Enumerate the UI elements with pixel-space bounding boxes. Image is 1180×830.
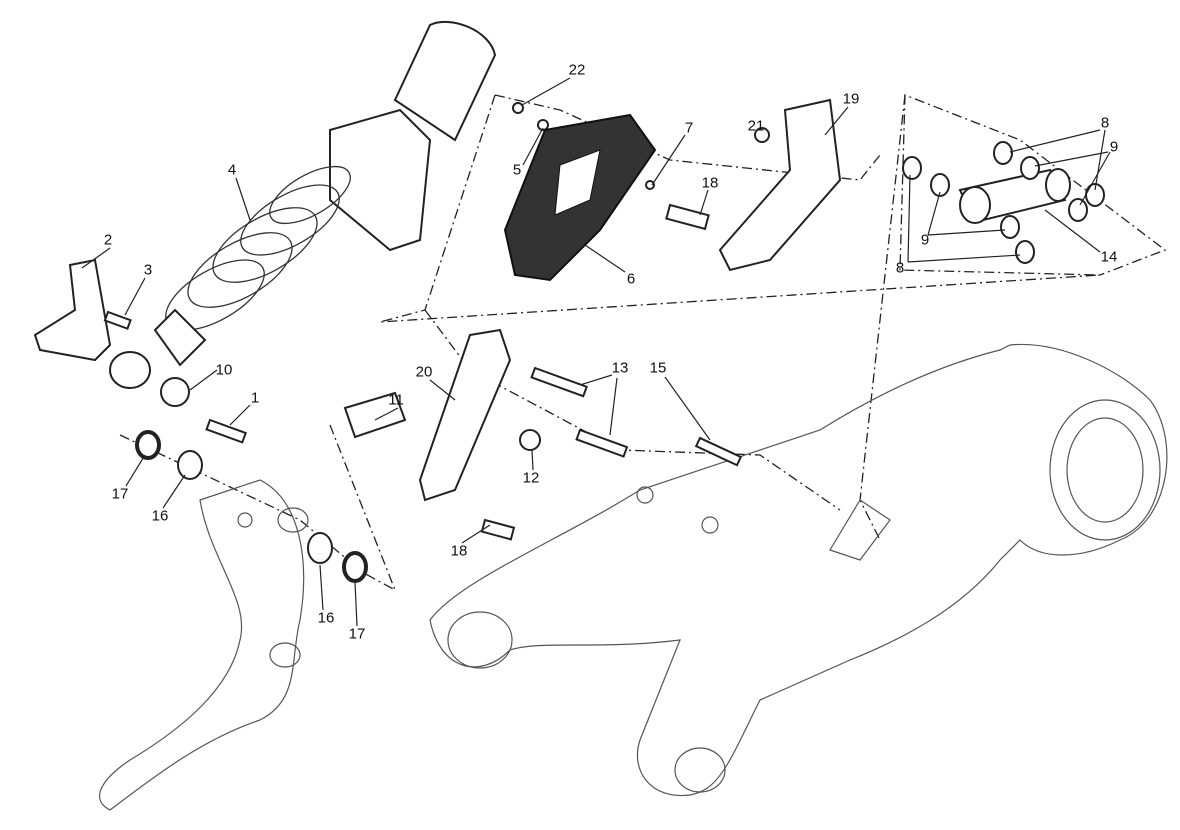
callout-16: 16 xyxy=(317,609,335,627)
part-6-guard-cutout xyxy=(554,149,601,216)
part-14-linkage xyxy=(902,141,1105,264)
callout-22: 22 xyxy=(568,61,586,79)
callout-20: 20 xyxy=(415,363,433,381)
swingarm xyxy=(429,343,1168,797)
callout-17: 17 xyxy=(348,625,366,643)
callout-17: 17 xyxy=(111,485,129,503)
callout-13: 13 xyxy=(611,359,629,377)
part-19-rocker xyxy=(718,98,842,272)
callout-4: 4 xyxy=(227,161,237,179)
callout-7: 7 xyxy=(684,119,694,137)
frame-bracket xyxy=(99,479,309,811)
callout-15: 15 xyxy=(649,359,667,377)
callout-11: 11 xyxy=(388,391,404,409)
callout-9: 9 xyxy=(920,231,930,249)
callout-5: 5 xyxy=(512,161,522,179)
callout-12: 12 xyxy=(522,469,540,487)
callout-18: 18 xyxy=(701,174,719,192)
callout-8: 8 xyxy=(1100,114,1110,132)
callout-8: 8 xyxy=(895,259,905,277)
callout-3: 3 xyxy=(143,261,153,279)
callout-16: 16 xyxy=(151,507,169,525)
small-parts xyxy=(103,102,770,583)
callout-1: 1 xyxy=(250,389,260,407)
callout-19: 19 xyxy=(842,90,860,108)
callout-14: 14 xyxy=(1100,248,1118,266)
callout-10: 10 xyxy=(215,361,233,379)
callout-18: 18 xyxy=(450,542,468,560)
callout-2: 2 xyxy=(103,231,113,249)
part-2-bracket xyxy=(33,258,112,362)
shock-absorber xyxy=(153,20,497,367)
callout-21: 21 xyxy=(747,117,765,135)
leader-lines xyxy=(81,77,1111,627)
callout-6: 6 xyxy=(626,270,636,288)
callout-9: 9 xyxy=(1109,138,1119,156)
part-20-link xyxy=(418,328,512,502)
